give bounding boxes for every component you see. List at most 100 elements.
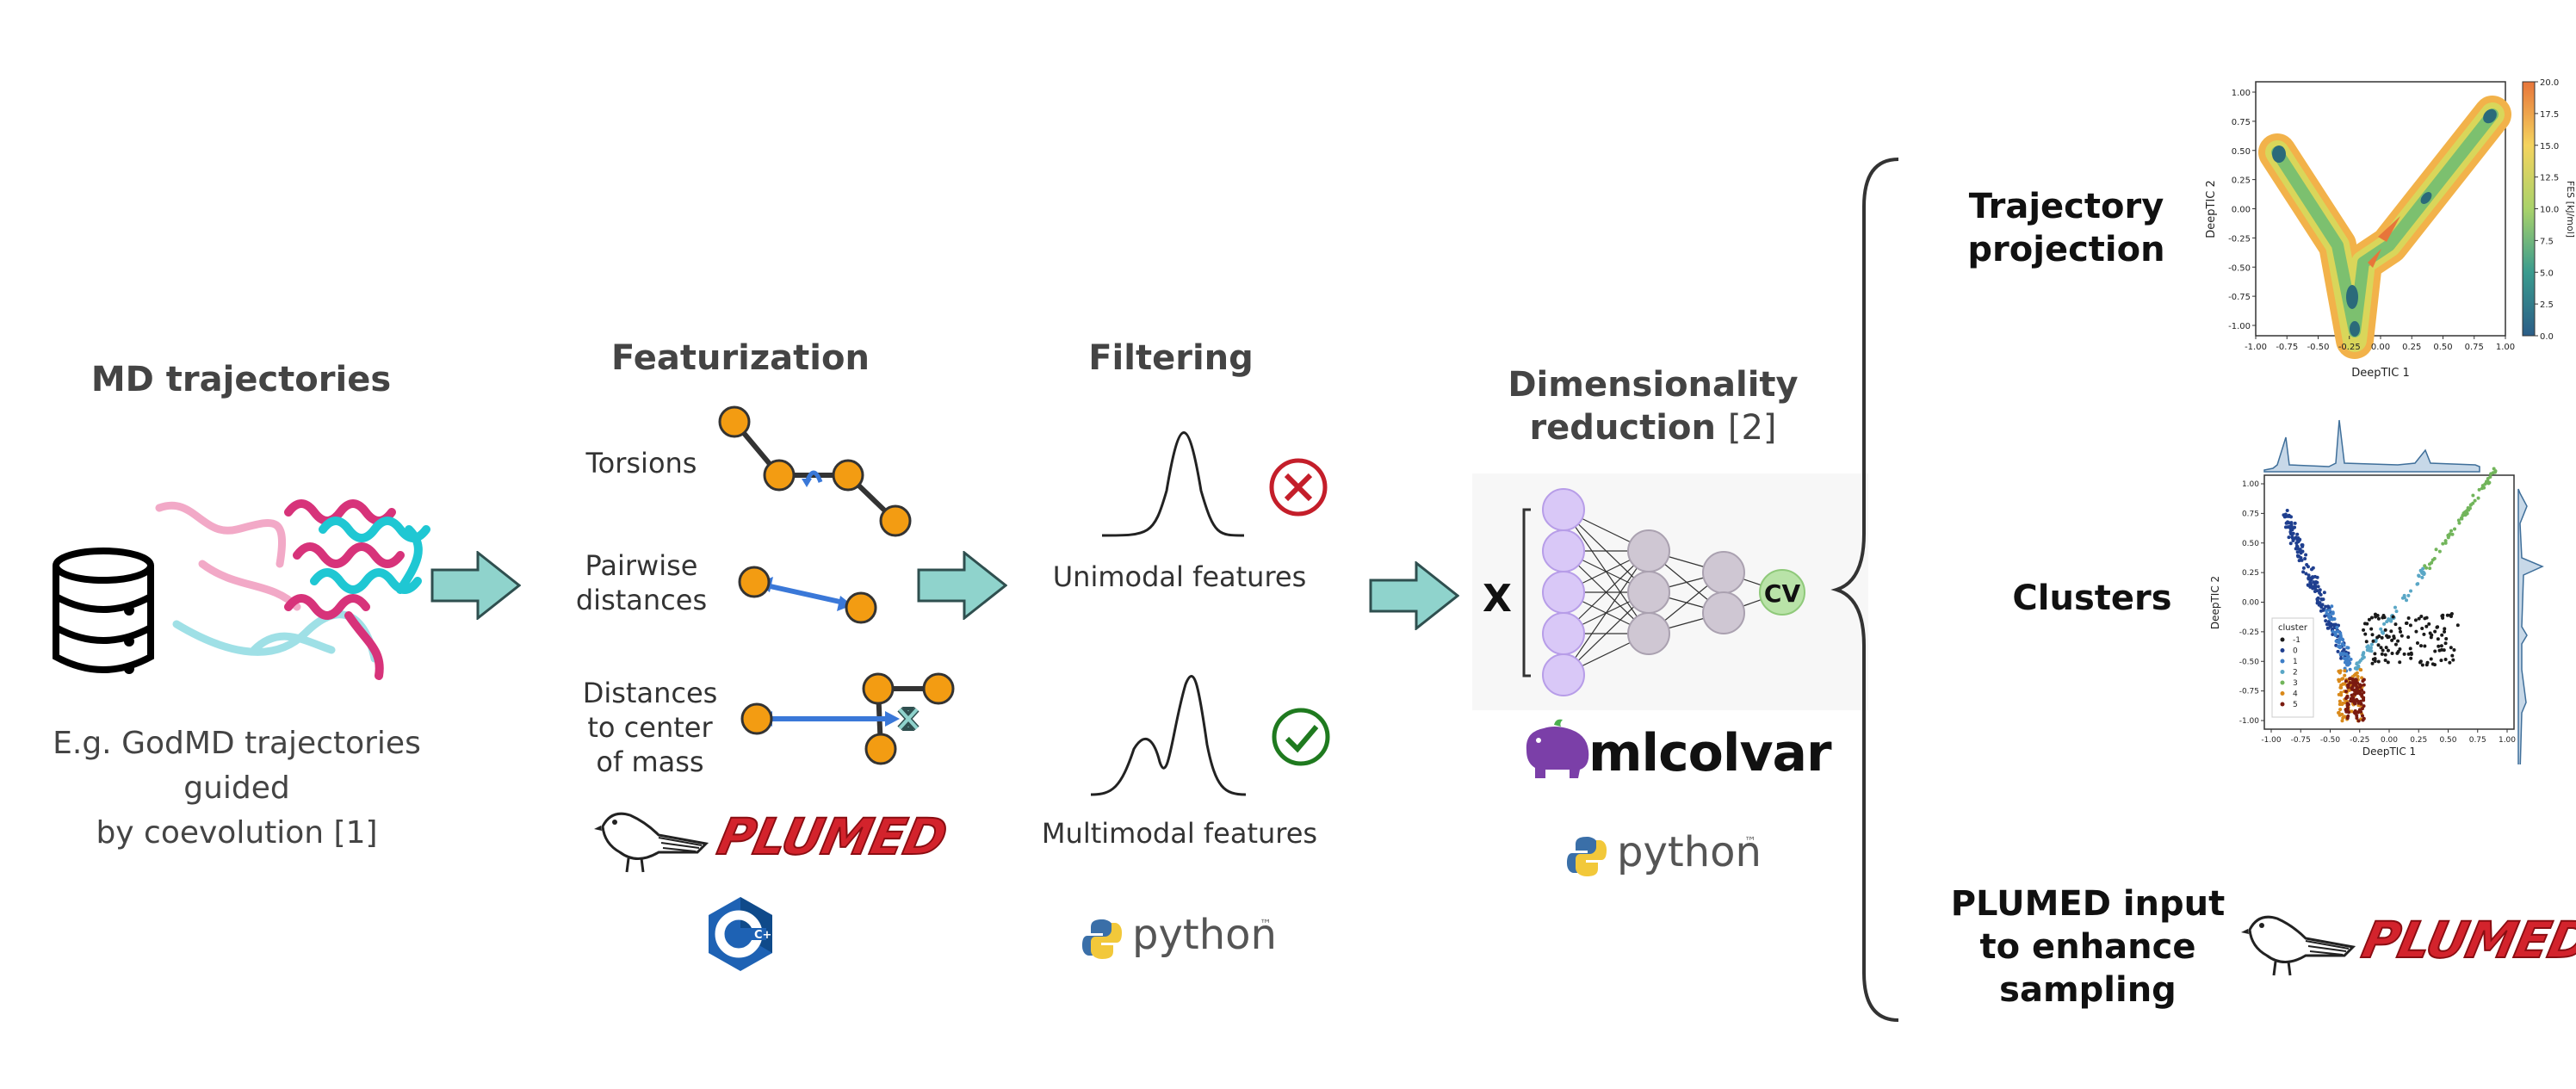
pairwise-line2: distances: [575, 584, 708, 616]
cluster-point: [2443, 641, 2448, 646]
fes-colorbar-tick-label: 5.0: [2540, 269, 2554, 278]
cluster-point: [2338, 631, 2343, 635]
cluster-point: [2324, 604, 2328, 609]
cluster-point: [2325, 611, 2329, 616]
flow-arrow-3: [1369, 561, 1459, 630]
cluster-point: [2337, 679, 2341, 684]
clusters-x-tick-label: -0.25: [2350, 736, 2369, 745]
cluster-point: [2402, 593, 2406, 597]
cluster-point: [2477, 487, 2481, 492]
cluster-point: [2297, 559, 2301, 563]
cluster-point: [2420, 575, 2424, 579]
cluster-point: [2367, 647, 2371, 652]
trajectory-projection-label: Trajectory projection: [1941, 185, 2191, 271]
check-icon: [1272, 708, 1330, 766]
fes-x-tick-label: 1.00: [2496, 343, 2515, 352]
protein-ribbon-icon: [155, 499, 430, 680]
cluster-point: [2350, 693, 2354, 697]
cluster-point: [2306, 583, 2310, 587]
cluster-point: [2362, 628, 2366, 632]
cluster-point: [2493, 469, 2498, 473]
cluster-point: [2381, 631, 2385, 635]
fes-y-tick-label: 0.25: [2232, 176, 2251, 186]
cluster-point: [2356, 674, 2360, 678]
cluster-point: [2406, 616, 2411, 620]
clusters-x-axis-label: DeepTIC 1: [2362, 746, 2416, 758]
cluster-point: [2346, 702, 2350, 707]
cluster-point: [2339, 690, 2344, 695]
cluster-point: [2390, 652, 2394, 656]
cluster-point: [2398, 647, 2402, 651]
cluster-point: [2383, 653, 2387, 657]
cluster-point: [2339, 656, 2344, 660]
cluster-point: [2356, 719, 2361, 723]
cluster-point: [2331, 617, 2335, 622]
cluster-point: [2418, 644, 2423, 648]
cluster-point: [2443, 658, 2448, 662]
cluster-point: [2445, 613, 2449, 617]
cluster-point: [2282, 513, 2286, 517]
fes-colorbar-tick-label: 12.5: [2540, 174, 2559, 183]
clusters-x-tick-label: 1.00: [2499, 736, 2516, 745]
cluster-point: [2319, 592, 2323, 597]
cluster-point: [2399, 629, 2403, 634]
fes-y-tick-label: 1.00: [2232, 89, 2251, 98]
cluster-point: [2341, 638, 2345, 642]
cluster-point: [2384, 646, 2388, 650]
cluster-point: [2300, 549, 2305, 554]
cluster-point: [2358, 659, 2362, 663]
cluster-point: [2373, 659, 2377, 663]
filtering-title: Filtering: [1088, 338, 1254, 378]
cluster-point: [2289, 515, 2294, 519]
clusters-y-axis-label: DeepTIC 2: [2209, 576, 2221, 629]
cluster-point: [2424, 566, 2429, 570]
cluster-point: [2313, 590, 2317, 594]
cluster-point: [2390, 638, 2394, 642]
cluster-point: [2449, 529, 2454, 533]
clusters-legend-label: 1: [2293, 658, 2298, 666]
cluster-point: [2303, 556, 2307, 560]
cluster-point: [2362, 622, 2367, 626]
clusters-label: Clusters: [2012, 579, 2172, 618]
cluster-point: [2456, 518, 2461, 523]
pairwise-label: Pairwise distances: [564, 548, 719, 617]
cluster-point: [2428, 566, 2432, 571]
cluster-point: [2387, 618, 2392, 622]
cluster-point: [2362, 655, 2366, 659]
cluster-point: [2304, 553, 2308, 557]
cluster-point: [2362, 651, 2366, 655]
python-logo-dimred: python ™: [1565, 828, 1772, 888]
fes-y-tick-label: -1.00: [2228, 322, 2251, 331]
cluster-point: [2432, 663, 2437, 667]
cluster-point: [2287, 535, 2291, 540]
cluster-point: [2345, 708, 2350, 712]
cluster-point: [2349, 657, 2353, 661]
cluster-point: [2389, 629, 2393, 634]
cluster-point: [2391, 615, 2395, 619]
cluster-point: [2449, 615, 2453, 619]
cluster-point: [2393, 642, 2398, 647]
cluster-point: [2435, 625, 2439, 629]
database-icon: [53, 548, 154, 674]
md-title: MD trajectories: [90, 360, 392, 399]
dimred-title: Dimensionality reduction [2]: [1489, 363, 1817, 449]
cluster-point: [2402, 652, 2406, 656]
cluster-point: [2398, 627, 2402, 631]
cluster-point: [2437, 549, 2442, 554]
clusters-y-tick-label: 0.50: [2242, 540, 2259, 548]
cluster-point: [2363, 632, 2368, 636]
cluster-point: [2361, 679, 2365, 684]
cluster-point: [2376, 659, 2381, 664]
python-wordmark: python: [1617, 828, 1762, 876]
cluster-point: [2346, 655, 2350, 659]
cluster-point: [2400, 634, 2404, 638]
cluster-point: [2409, 651, 2413, 655]
clusters-x-tick-label: 0.00: [2381, 736, 2398, 745]
cluster-point: [2436, 637, 2440, 641]
cluster-point: [2345, 716, 2350, 721]
cluster-point: [2361, 718, 2365, 722]
cluster-point: [2443, 627, 2447, 631]
cluster-point: [2382, 622, 2387, 626]
featurization-title: Featurization: [611, 338, 870, 378]
cluster-point: [2450, 653, 2455, 658]
